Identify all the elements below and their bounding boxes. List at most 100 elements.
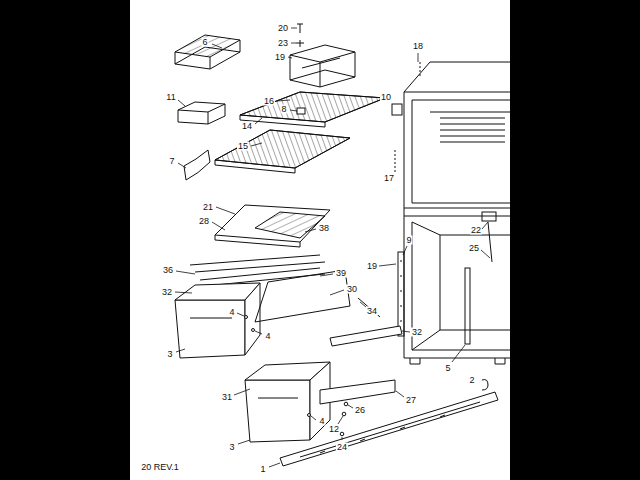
freezer-parts-piece: [178, 104, 225, 124]
leader-lines-piece: [288, 28, 297, 58]
cabinet-piece: [412, 222, 510, 350]
leader-lines-piece: [237, 313, 244, 316]
leader-lines-piece: [175, 292, 192, 293]
crisper-parts-piece: [340, 432, 344, 436]
leader-lines-piece: [238, 440, 250, 444]
freezer-parts-piece: [297, 108, 305, 114]
callout-number: 11: [165, 93, 176, 102]
freezer-parts-piece: [420, 62, 421, 76]
callout-number: 28: [198, 217, 210, 226]
crisper-parts-piece: [200, 268, 325, 286]
cabinet: [398, 62, 510, 364]
callout-number: 8: [280, 105, 287, 114]
right-border: [510, 0, 640, 480]
freezer-parts-piece: [215, 130, 350, 168]
leader-lines-piece: [482, 222, 488, 229]
callout-number: 6: [201, 38, 208, 47]
cabinet-piece: [404, 92, 510, 358]
freezer-parts-piece: [290, 52, 355, 87]
freezer-parts-piece: [215, 130, 350, 168]
callout-number: 26: [354, 406, 366, 415]
callout-number: 15: [237, 142, 249, 151]
callout-number: 19: [366, 262, 378, 271]
crisper-parts-piece: [255, 212, 325, 238]
cabinet-piece: [465, 268, 470, 344]
freezer-parts-piece: [395, 150, 396, 172]
callout-number: 10: [380, 93, 392, 102]
cabinet-piece: [482, 212, 496, 221]
callout-number: 38: [318, 224, 330, 233]
freezer-parts-piece: [175, 35, 240, 57]
crisper-parts-piece: [252, 329, 255, 332]
cabinet-piece: [404, 62, 510, 92]
callout-number: 36: [162, 266, 174, 275]
revision-note: 20 REV.1: [140, 463, 180, 472]
callout-number: 34: [366, 307, 378, 316]
crisper-parts-piece: [255, 270, 350, 322]
leader-lines-piece: [396, 391, 404, 397]
leader-lines-piece: [290, 110, 297, 111]
leader-lines-piece: [234, 389, 250, 395]
callout-number: 17: [383, 174, 395, 183]
leader-lines-piece: [403, 246, 407, 255]
leader-lines-piece: [320, 274, 333, 276]
callout-number: 12: [328, 425, 340, 434]
callout-number: 16: [263, 97, 275, 106]
callout-number: 22: [470, 226, 482, 235]
leader-lines-piece: [418, 53, 419, 62]
callout-number: 1: [259, 465, 266, 474]
crisper-parts-piece: [342, 412, 346, 416]
callout-number: 14: [241, 122, 253, 131]
leader-lines-piece: [348, 405, 353, 408]
crisper-parts-piece: [245, 283, 260, 355]
leader-lines: [175, 28, 490, 467]
leader-lines-piece: [305, 229, 316, 232]
freezer-parts-piece: [178, 102, 225, 112]
freezer-parts-piece: [302, 58, 340, 68]
callout-number: 24: [336, 443, 348, 452]
crisper-parts-piece: [245, 316, 248, 319]
callout-number: 32: [161, 288, 173, 297]
freezer-parts-piece: [240, 92, 385, 122]
leader-lines-piece: [277, 100, 290, 101]
crisper-parts-piece: [190, 318, 232, 319]
leader-lines-piece: [338, 416, 343, 424]
freezer-parts-piece: [290, 70, 355, 87]
cabinet-piece: [404, 92, 510, 93]
leader-lines-piece: [212, 44, 222, 48]
freezer-parts-piece: [290, 45, 355, 62]
leader-lines-piece: [255, 118, 262, 124]
callout-number: 21: [202, 203, 214, 212]
leader-lines-piece: [481, 250, 490, 258]
callout-number: 4: [318, 417, 325, 426]
freezer-parts-piece: [296, 24, 304, 47]
freezer-parts-piece: [392, 104, 402, 115]
paper-ground: [130, 0, 510, 480]
cabinet-piece: [401, 260, 402, 322]
leader-lines-piece: [269, 463, 280, 467]
crisper-parts-piece: [344, 402, 348, 406]
callout-number: 19: [274, 53, 286, 62]
callout-number: 31: [221, 393, 233, 402]
crisper-parts-piece: [358, 298, 380, 317]
crisper-parts-piece: [215, 235, 300, 247]
leader-lines-piece: [402, 331, 410, 332]
callout-number: 3: [166, 350, 173, 359]
leader-lines-piece: [178, 100, 185, 106]
freezer-parts: [175, 24, 420, 180]
crisper-parts-piece: [482, 380, 488, 390]
cabinet-piece: [440, 118, 505, 142]
cabinet-piece: [412, 100, 510, 203]
callout-number: 4: [264, 332, 271, 341]
left-border: [0, 0, 130, 480]
crisper-parts-piece: [320, 380, 395, 404]
callout-number: 25: [468, 244, 480, 253]
cabinet-piece: [410, 358, 505, 364]
leader-lines-piece: [178, 163, 186, 168]
leader-lines-piece: [311, 416, 316, 420]
leader-lines-piece: [379, 264, 396, 266]
crisper-parts-piece: [308, 414, 311, 417]
leader-lines-piece: [342, 437, 343, 440]
